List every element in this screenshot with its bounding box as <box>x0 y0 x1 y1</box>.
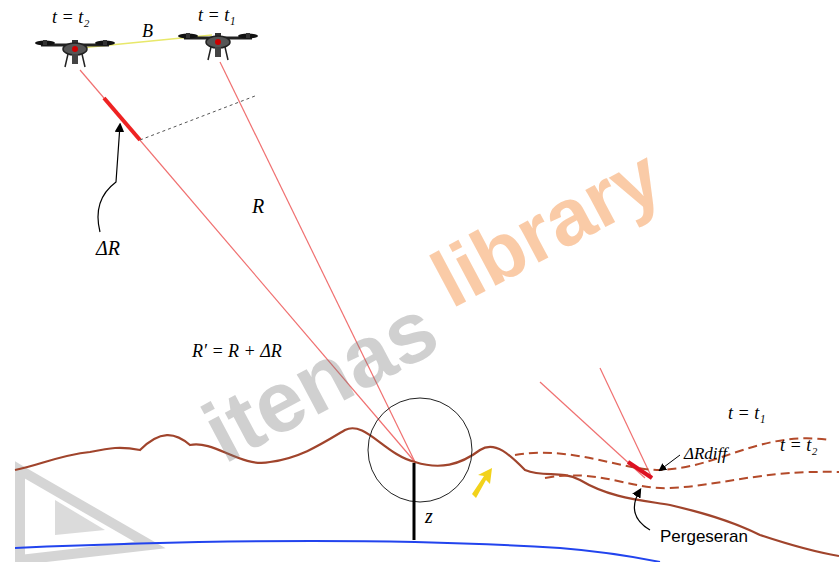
range-label: R <box>252 196 264 216</box>
displacement-caption: Pergeseran <box>660 528 748 545</box>
watermark: itenas <box>190 283 450 476</box>
displacement-label: ΔRdiff <box>684 445 727 462</box>
range-difference-label: ΔR <box>96 238 120 258</box>
height-label: z <box>425 506 433 526</box>
baseline-label: B <box>142 22 153 40</box>
watermark: library <box>420 135 674 320</box>
time-label: t = t₁ <box>728 404 765 422</box>
time-label: t = t₂ <box>52 8 89 26</box>
time-label: t = t₁ <box>198 6 235 24</box>
time-label: t = t₂ <box>780 436 817 454</box>
